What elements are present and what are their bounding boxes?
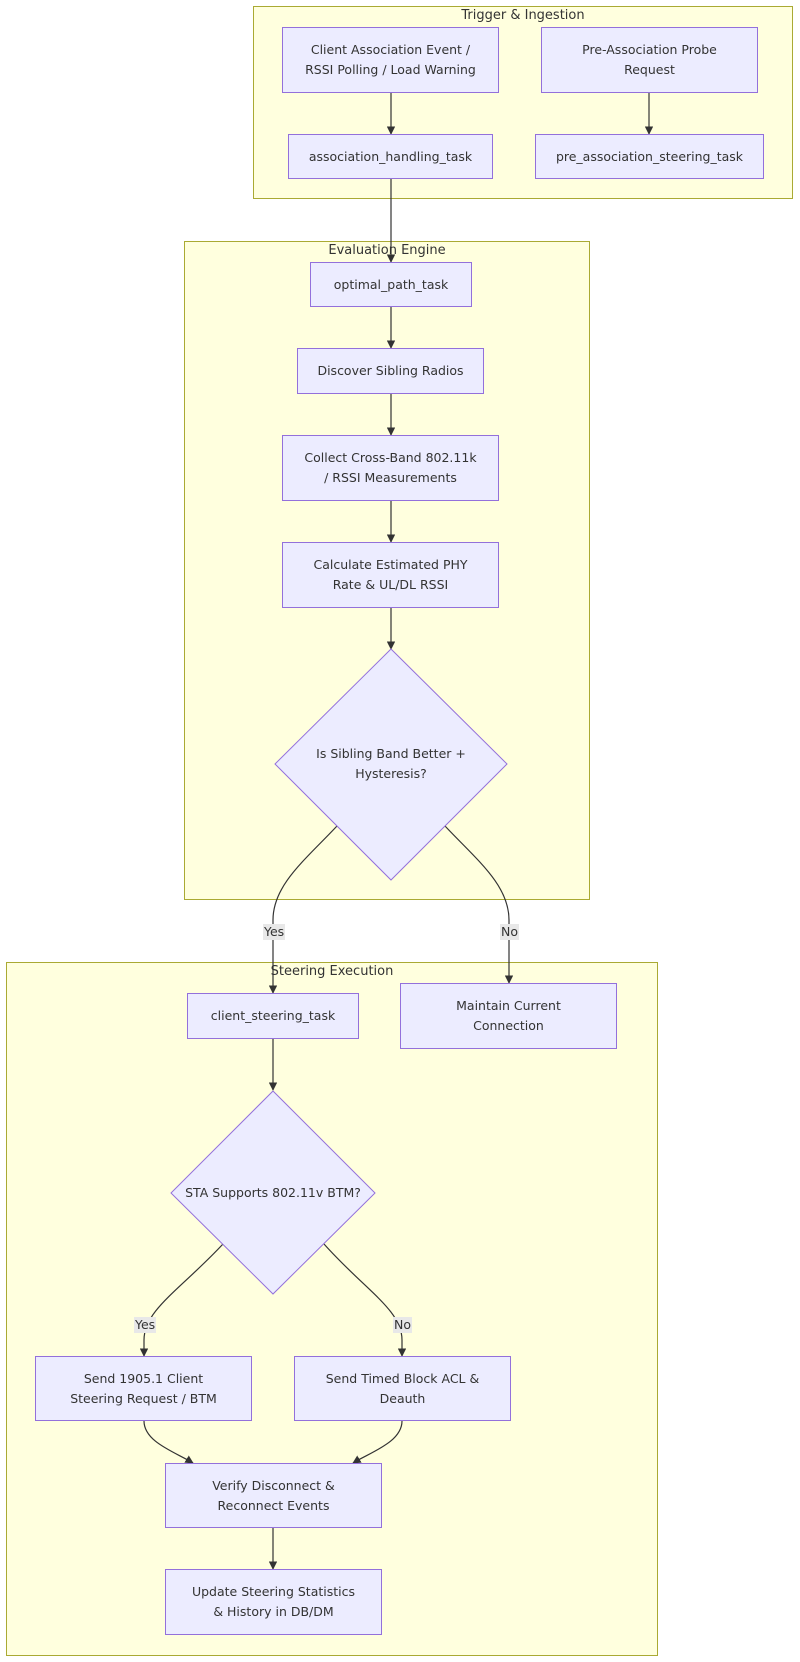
node-send-timed-block-acl: Send Timed Block ACL & Deauth <box>294 1356 511 1421</box>
node-send-btm-request: Send 1905.1 Client Steering Request / BT… <box>35 1356 252 1421</box>
node-pre-association-steering-task: pre_association_steering_task <box>535 134 764 179</box>
node-collect-measurements: Collect Cross-Band 802.11k / RSSI Measur… <box>282 435 499 501</box>
node-client-steering-task: client_steering_task <box>187 993 359 1039</box>
edge-decision-yes <box>268 825 338 994</box>
node-client-association-event: Client Association Event / RSSI Polling … <box>282 27 499 93</box>
cluster-steering-execution: Steering Execution <box>6 962 658 1656</box>
node-verify-disconnect: Verify Disconnect & Reconnect Events <box>165 1463 382 1528</box>
node-maintain-connection: Maintain Current Connection <box>400 983 617 1049</box>
edge-btm-no <box>323 1243 407 1357</box>
edge-label-btm-no: No <box>393 1317 412 1333</box>
cluster-title-evaluation: Evaluation Engine <box>328 243 446 258</box>
decision-better-diamond <box>274 648 508 881</box>
node-discover-sibling-radios: Discover Sibling Radios <box>297 348 484 394</box>
cluster-title-steering: Steering Execution <box>270 964 394 979</box>
node-pre-association-probe: Pre-Association Probe Request <box>541 27 758 93</box>
edge-label-btm-yes: Yes <box>134 1317 157 1333</box>
node-update-statistics: Update Steering Statistics & History in … <box>165 1569 382 1635</box>
decision-btm-label: STA Supports 802.11v BTM? <box>185 1185 361 1200</box>
edge-btm-to-verify <box>143 1420 194 1464</box>
edge-acl-to-verify <box>352 1420 403 1464</box>
edge-label-better-yes: Yes <box>263 924 286 940</box>
edge-label-better-no: No <box>500 924 519 940</box>
node-optimal-path-task: optimal_path_task <box>310 262 472 307</box>
node-association-handling-task: association_handling_task <box>288 134 493 179</box>
cluster-title-trigger: Trigger & Ingestion <box>461 8 585 23</box>
node-calculate-phy-rate: Calculate Estimated PHY Rate & UL/DL RSS… <box>282 542 499 608</box>
edge-btm-yes <box>139 1243 224 1357</box>
edge-decision-no <box>444 825 514 984</box>
decision-btm-diamond <box>170 1090 376 1295</box>
decision-better-label: Is Sibling Band Better + Hysteresis? <box>316 746 466 781</box>
